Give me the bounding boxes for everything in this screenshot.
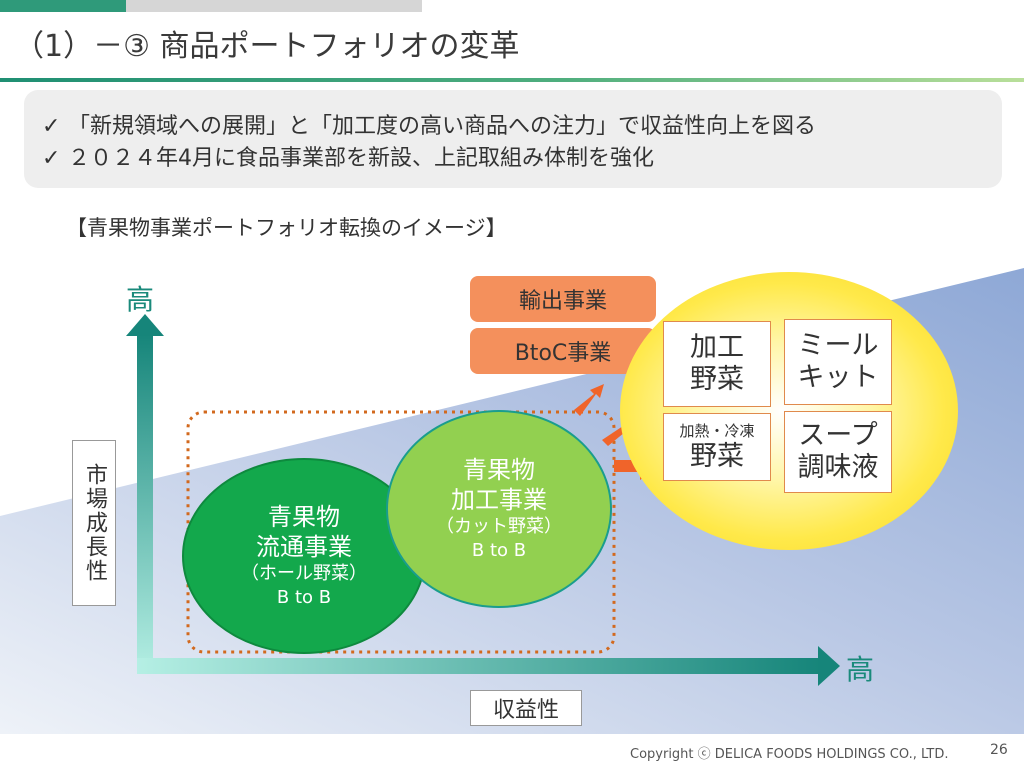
tile-line: キット xyxy=(797,362,879,393)
check-icon: ✓ xyxy=(42,146,61,171)
y-axis-shaft xyxy=(137,334,153,674)
page-number: 26 xyxy=(990,742,1008,758)
bullet-text: 「新規領域への展開」と「加工度の高い商品への注力」で収益性向上を図る xyxy=(68,114,817,139)
distribution-business-circle: 青果物 流通事業 （ホール野菜） B to B xyxy=(182,458,426,654)
tile-line: 加熱・冷凍 xyxy=(679,422,755,440)
x-axis-label-box: 収益性 xyxy=(470,690,582,726)
export-business-pill: 輸出事業 xyxy=(470,276,656,322)
tile-line: 加工 xyxy=(690,332,744,363)
tile-line: 野菜 xyxy=(690,441,744,472)
circle-line: （カット野菜） xyxy=(436,516,562,537)
tile-line: ミール xyxy=(797,330,879,361)
circle-line: （ホール野菜） xyxy=(241,563,367,584)
page-title: （1）－③ 商品ポートフォリオの変革 xyxy=(14,29,520,64)
y-axis-arrowhead xyxy=(126,314,164,336)
y-axis-label: 市場成長性 xyxy=(82,463,107,583)
circle-line: 加工事業 xyxy=(451,486,547,514)
current-business-frame xyxy=(186,410,616,654)
y-axis-high-label: 高 xyxy=(126,283,155,316)
diagram-title: 【青果物事業ポートフォリオ転換のイメージ】 xyxy=(66,216,507,240)
tile-line: スープ xyxy=(798,420,878,451)
tile-line: 調味液 xyxy=(797,452,879,483)
y-axis-label-box: 市場成長性 xyxy=(72,440,116,606)
x-axis-arrowhead xyxy=(818,646,840,686)
circle-line: B to B xyxy=(471,540,527,561)
btoc-business-pill: BtoC事業 xyxy=(470,328,656,374)
product-tile-heated-frozen-vegetables: 加熱・冷凍 野菜 xyxy=(663,413,771,481)
summary-bullet: ✓ ２０２４年4月に食品事業部を新設、上記取組み体制を強化 xyxy=(42,144,654,174)
circle-line: 青果物 xyxy=(463,456,535,484)
x-axis-high-label: 高 xyxy=(846,653,875,686)
arrow-to-new-business xyxy=(574,384,604,416)
circle-line: B to B xyxy=(276,587,332,608)
header-gray-bar xyxy=(126,0,422,12)
summary-box: ✓ 「新規領域への展開」と「加工度の高い商品への注力」で収益性向上を図る ✓ ２０２… xyxy=(24,90,1002,188)
bullet-text: ２０２４年4月に食品事業部を新設、上記取組み体制を強化 xyxy=(68,146,654,171)
tile-line: 野菜 xyxy=(690,364,744,395)
circle-line: 青果物 xyxy=(268,503,340,531)
processing-business-circle: 青果物 加工事業 （カット野菜） B to B xyxy=(386,410,612,608)
x-axis-label: 収益性 xyxy=(492,698,559,723)
title-underline xyxy=(0,78,1024,82)
x-axis-shaft xyxy=(137,658,821,674)
circle-line: 流通事業 xyxy=(256,533,352,561)
summary-bullet: ✓ 「新規領域への展開」と「加工度の高い商品への注力」で収益性向上を図る xyxy=(42,112,816,142)
header-accent-bar xyxy=(0,0,126,12)
check-icon: ✓ xyxy=(42,114,61,139)
product-tile-processed-vegetables: 加工 野菜 xyxy=(663,321,771,407)
product-tile-meal-kit: ミール キット xyxy=(784,319,892,405)
footer-copyright: Copyright ⓒ DELICA FOODS HOLDINGS CO., L… xyxy=(630,747,949,762)
product-tile-soup-seasoning: スープ 調味液 xyxy=(784,411,892,493)
